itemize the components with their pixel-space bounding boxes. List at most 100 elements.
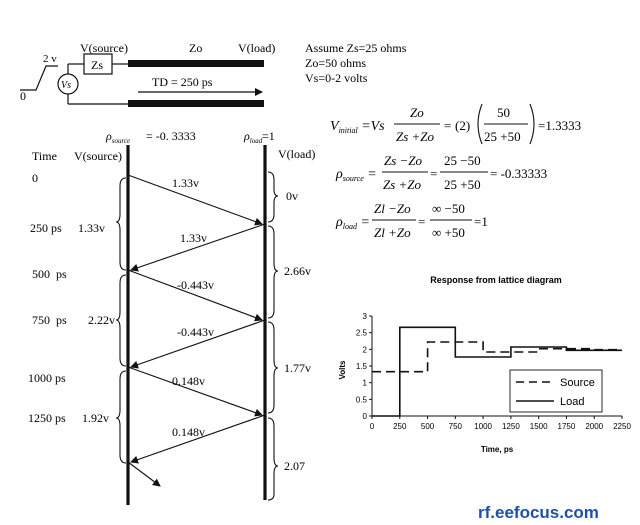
source-brace-1 bbox=[115, 177, 127, 271]
x-tick-label: 1750 bbox=[558, 422, 576, 431]
load-value-4: 2.07 bbox=[284, 459, 305, 473]
x-tick-label: 2000 bbox=[585, 422, 603, 431]
source-brace-2 bbox=[115, 274, 127, 367]
chart-series bbox=[372, 326, 622, 417]
circuit-schematic: V(source) Zo V(load) 2 v 0 Vs Zs TD = 25… bbox=[20, 41, 407, 107]
lattice-diagram: ρsource = -0. 3333 ρload =1 Time V(sourc… bbox=[28, 129, 315, 505]
transmission-line-top bbox=[128, 60, 264, 67]
time-label-750: 750 ps bbox=[32, 313, 67, 327]
assumption-zo: Zo=50 ohms bbox=[305, 56, 366, 70]
rho-source-equation: ρsource = Zs −Zo Zs +Zo = 25 −50 25 +50 … bbox=[335, 153, 547, 192]
legend-load-label: Load bbox=[560, 396, 584, 408]
svg-text:ρsource =: ρsource = bbox=[335, 167, 377, 183]
series-load-line bbox=[372, 326, 622, 417]
x-tick-label: 0 bbox=[370, 422, 375, 431]
wave-arrow-7 bbox=[127, 461, 161, 487]
wave-label-4: -0.443v bbox=[177, 325, 214, 339]
step-voltage-label: 2 v bbox=[43, 53, 57, 65]
rho-load-value: =1 bbox=[262, 129, 275, 143]
y-tick-label: 1.5 bbox=[356, 362, 368, 371]
wave-label-2: 1.33v bbox=[180, 231, 207, 245]
source-value-3: 1.92v bbox=[82, 411, 109, 425]
wave-label-1: 1.33v bbox=[172, 176, 199, 190]
wave-label-6: 0.148v bbox=[172, 425, 205, 439]
svg-text:=: = bbox=[444, 118, 451, 133]
rho-source-value: = -0. 3333 bbox=[146, 129, 196, 143]
svg-text:=: = bbox=[418, 214, 425, 229]
y-tick-label: 0.5 bbox=[356, 395, 368, 404]
y-tick-label: 2 bbox=[363, 345, 368, 354]
rho-source-den2: 25 +50 bbox=[444, 177, 481, 192]
wave-arrow-1 bbox=[127, 174, 263, 226]
wave-arrow-2 bbox=[130, 223, 266, 272]
step-zero-label: 0 bbox=[20, 89, 26, 103]
chart-ylabel: Volts bbox=[338, 360, 347, 380]
legend-source-label: Source bbox=[560, 377, 595, 389]
chart-title: Response from lattice diagram bbox=[430, 275, 562, 285]
v-initial-equation: Vinitial =Vs Zo Zs +Zo = (2) 50 25 +50 =… bbox=[330, 103, 581, 145]
y-tick-label: 3 bbox=[363, 312, 368, 321]
rho-load-symbol: ρload bbox=[243, 129, 263, 145]
transmission-line-bottom bbox=[128, 100, 264, 107]
load-brace-3 bbox=[267, 321, 279, 414]
time-header: Time bbox=[32, 149, 57, 163]
load-brace-1 bbox=[267, 171, 279, 223]
v-load-label: V(load) bbox=[238, 41, 275, 55]
rho-load-result: =1 bbox=[474, 214, 488, 229]
rho-load-num2: ∞ −50 bbox=[432, 201, 465, 216]
load-value-3: 1.77v bbox=[284, 361, 311, 375]
source-value-1: 1.33v bbox=[78, 221, 105, 235]
x-tick-label: 750 bbox=[449, 422, 463, 431]
x-tick-label: 500 bbox=[421, 422, 435, 431]
chart-legend: Source Load bbox=[509, 369, 603, 413]
series-source-line bbox=[372, 341, 622, 373]
zo-label: Zo bbox=[189, 41, 202, 55]
rho-load-equation: ρload = Zl −Zo Zl +Zo = ∞ −50 ∞ +50 =1 bbox=[335, 201, 488, 240]
x-tick-label: 1500 bbox=[530, 422, 548, 431]
v-initial-den: Zs +Zo bbox=[396, 129, 435, 144]
time-label-500: 500 ps bbox=[32, 267, 67, 281]
wave-arrow-6 bbox=[130, 414, 266, 464]
zs-box-label: Zs bbox=[91, 58, 103, 72]
watermark-text: rf.eefocus.com bbox=[478, 503, 599, 522]
svg-text:=: = bbox=[430, 166, 437, 181]
rho-source-num2: 25 −50 bbox=[444, 153, 481, 168]
assumption-zs: Assume Zs=25 ohms bbox=[305, 41, 407, 55]
vs-symbol-label: Vs bbox=[61, 80, 71, 91]
source-brace-3 bbox=[115, 370, 127, 464]
v-initial-frac-den: 25 +50 bbox=[484, 129, 521, 144]
assumption-vs: Vs=0-2 volts bbox=[305, 71, 368, 85]
vload-header: V(load) bbox=[278, 147, 315, 161]
chart-xlabel: Time, ps bbox=[481, 445, 514, 454]
v-initial-frac-num: 50 bbox=[497, 105, 510, 120]
time-label-0: 0 bbox=[32, 171, 38, 185]
load-value-2: 2.66v bbox=[284, 264, 311, 278]
rho-source-den1: Zs +Zo bbox=[383, 177, 422, 192]
load-brace-2 bbox=[267, 225, 279, 319]
wave-label-5: 0.148v bbox=[172, 374, 205, 388]
rho-source-result: = -0.33333 bbox=[490, 166, 547, 181]
y-tick-label: 0 bbox=[363, 412, 368, 421]
rho-load-den1: Zl +Zo bbox=[374, 225, 411, 240]
x-tick-label: 1000 bbox=[474, 422, 492, 431]
legend-box bbox=[509, 369, 603, 413]
wave-label-3: -0.443v bbox=[177, 278, 214, 292]
x-tick-label: 250 bbox=[393, 422, 407, 431]
v-initial-mid: (2) bbox=[455, 118, 470, 133]
y-tick-label: 2.5 bbox=[356, 329, 368, 338]
wave-arrow-5 bbox=[127, 366, 263, 417]
td-label: TD = 250 ps bbox=[152, 75, 213, 89]
load-value-1: 0v bbox=[286, 189, 298, 203]
time-label-1000: 1000 ps bbox=[28, 371, 66, 385]
step-waveform bbox=[20, 65, 58, 91]
wave-arrow-3 bbox=[127, 269, 263, 322]
time-label-1250: 1250 ps bbox=[28, 411, 66, 425]
x-tick-label: 2250 bbox=[613, 422, 631, 431]
time-label-250: 250 ps bbox=[30, 221, 62, 235]
wave-arrow-4 bbox=[130, 319, 266, 369]
x-tick-label: 1250 bbox=[502, 422, 520, 431]
y-tick-label: 1 bbox=[363, 379, 368, 388]
vsource-header: V(source) bbox=[74, 149, 122, 163]
rho-source-num1: Zs −Zo bbox=[384, 153, 423, 168]
v-initial-num: Zo bbox=[410, 105, 424, 120]
